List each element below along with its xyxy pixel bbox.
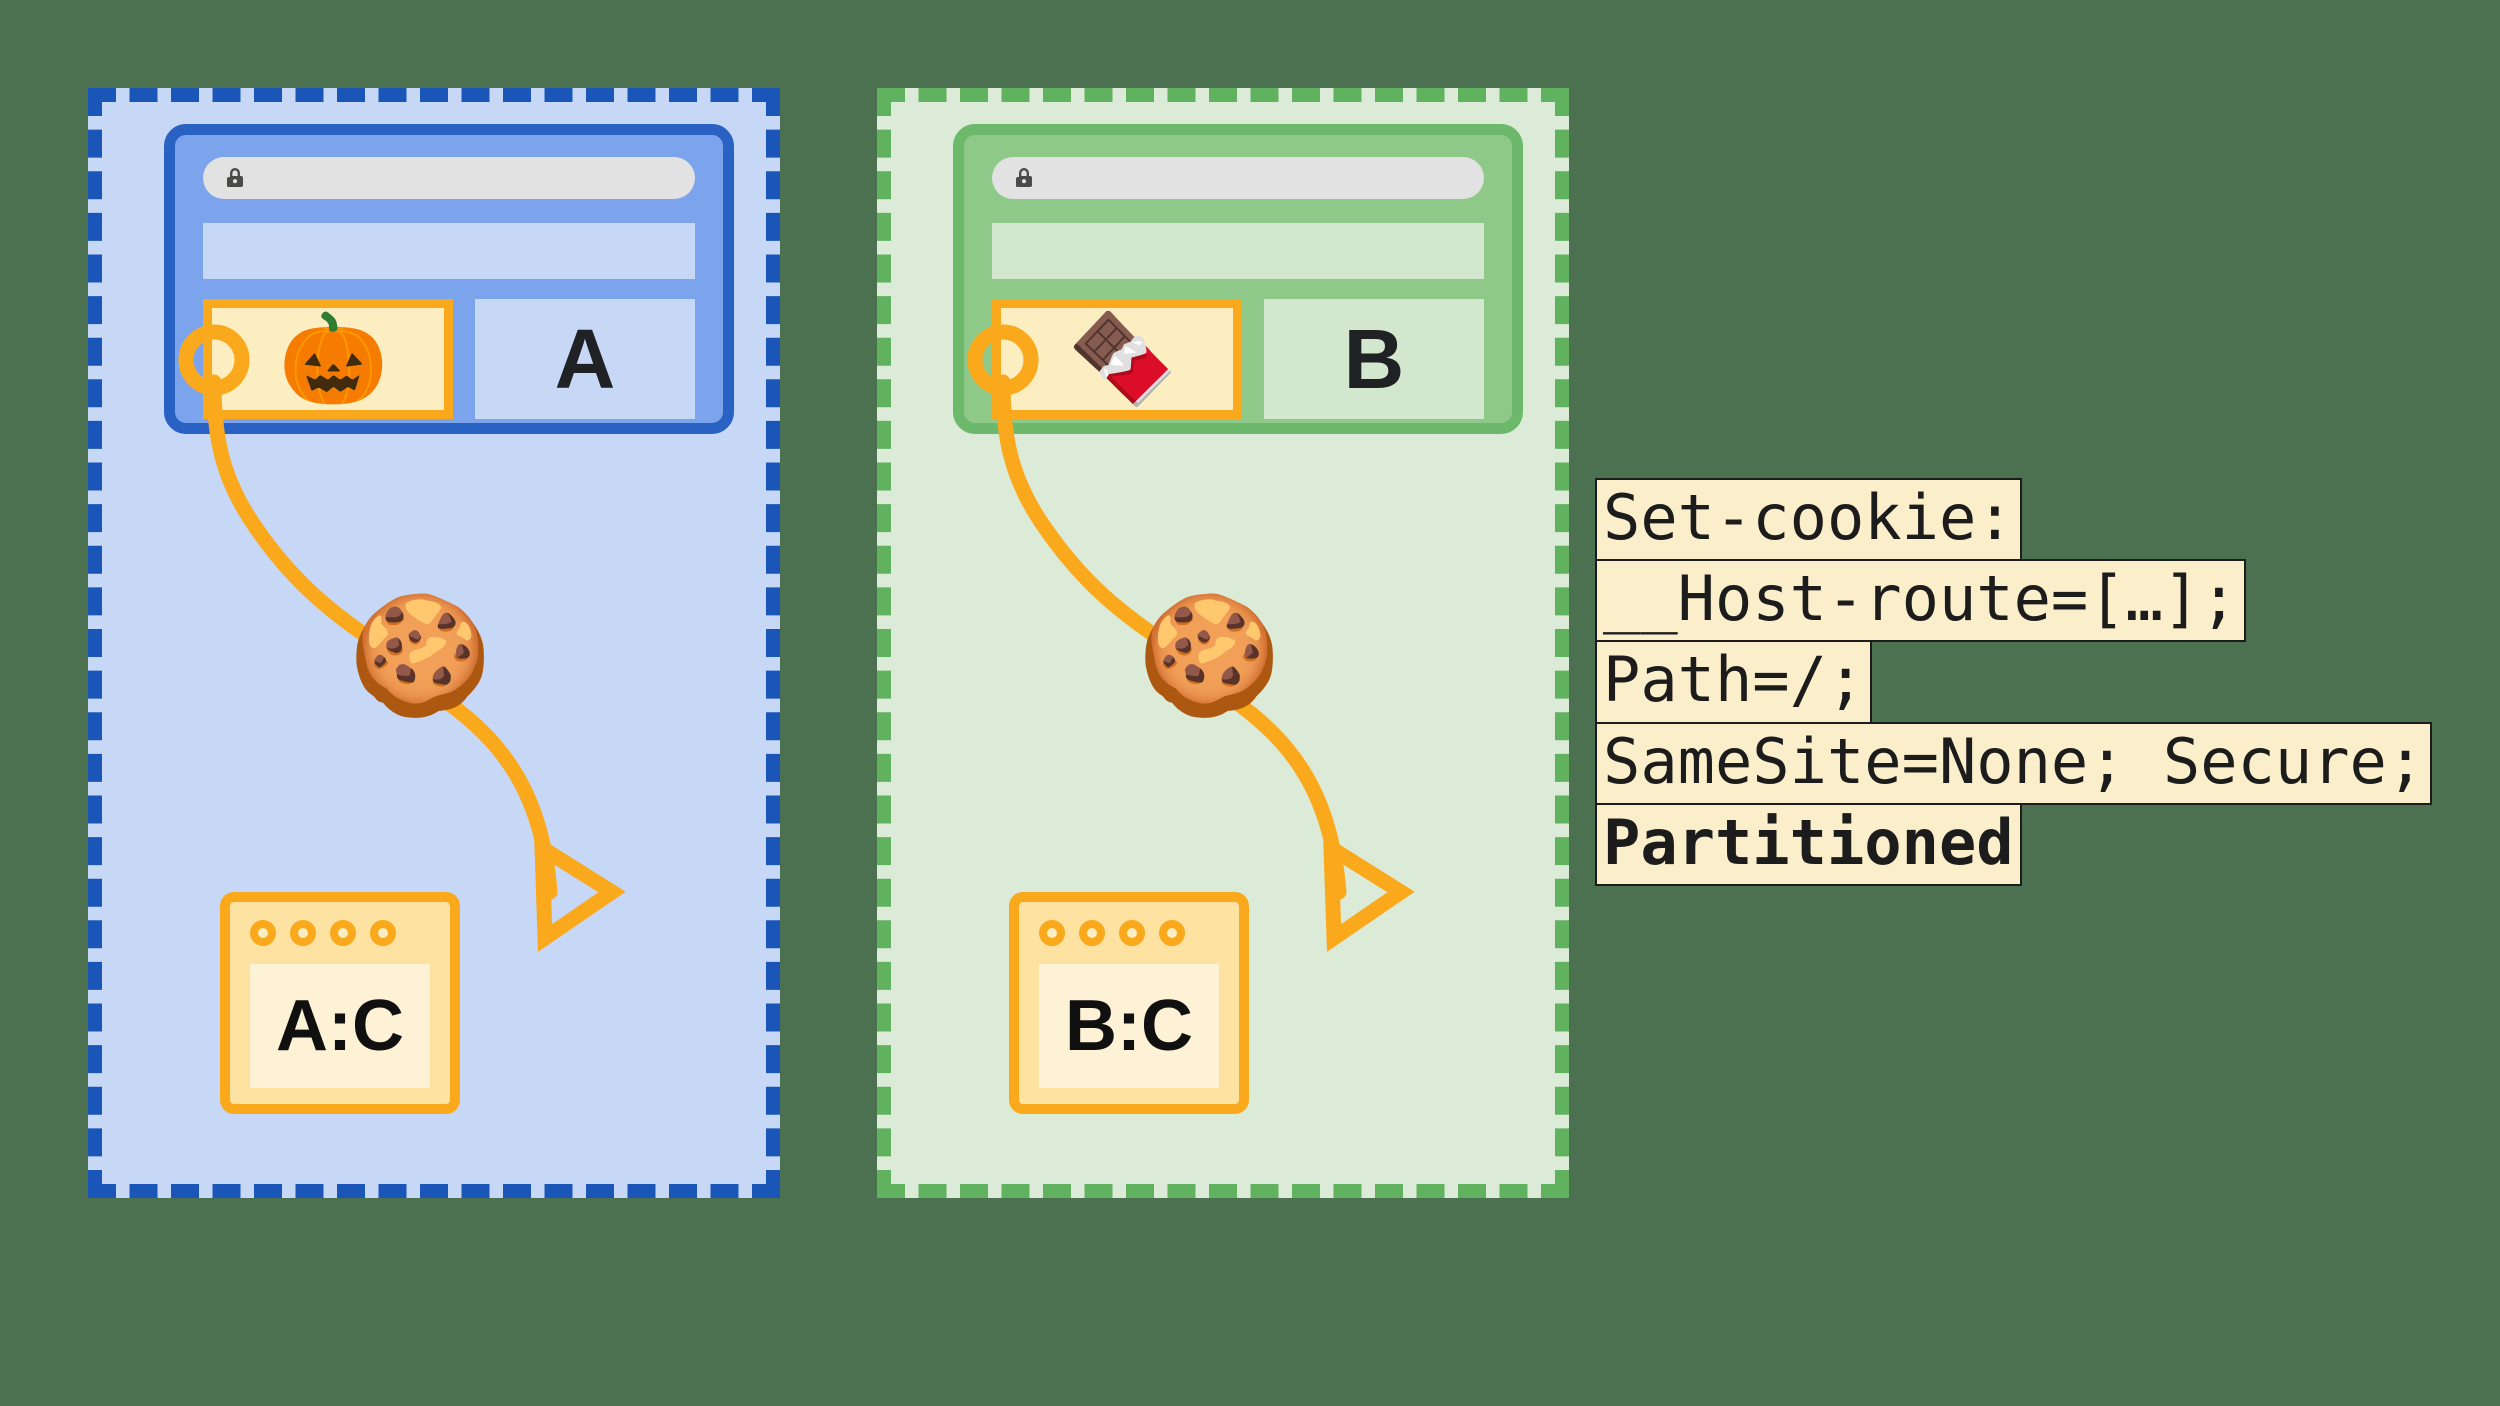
storage-dots-b: [1039, 920, 1185, 946]
chocolate-bar-icon: 🍫: [1067, 307, 1178, 410]
partition-panel-a: 🎃 A 🍪 A:C: [88, 88, 780, 1198]
site-letter-box-a: A: [475, 299, 695, 419]
browser-window-a: 🎃 A: [164, 124, 734, 434]
partitioned-storage-a: A:C: [220, 892, 460, 1114]
page-content-row-b: 🍫 B: [992, 299, 1484, 419]
storage-screen-b: B:C: [1039, 964, 1219, 1088]
storage-dot: [1119, 920, 1145, 946]
embedded-iframe-a: 🎃: [203, 299, 453, 419]
lock-icon: [1016, 168, 1032, 188]
storage-dot: [1159, 920, 1185, 946]
set-cookie-header-code: Set-cookie: __Host-route=[…]; Path=/; Sa…: [1595, 478, 2433, 887]
cookie-icon-a: 🍪: [348, 588, 493, 723]
storage-dot: [1079, 920, 1105, 946]
storage-dot: [370, 920, 396, 946]
code-line-2: Path=/;: [1595, 640, 1873, 724]
cookie-flow-connector-b: [967, 324, 1415, 952]
code-line-3: SameSite=None; Secure;: [1595, 721, 2433, 805]
page-content-row-a: 🎃 A: [203, 299, 695, 419]
site-letter-box-b: B: [1264, 299, 1484, 419]
storage-label-b: B:C: [1065, 986, 1193, 1066]
storage-dot: [330, 920, 356, 946]
content-placeholder-bar-b: [992, 223, 1484, 279]
partition-panel-b: 🍫 B 🍪 B:C: [877, 88, 1569, 1198]
url-bar-a[interactable]: [203, 157, 695, 199]
storage-dot: [250, 920, 276, 946]
cookie-flow-connector-a: [178, 324, 626, 952]
cookie-icon-b: 🍪: [1137, 588, 1282, 723]
browser-window-b: 🍫 B: [953, 124, 1523, 434]
code-line-4: Partitioned: [1595, 802, 2022, 887]
storage-dot: [1039, 920, 1065, 946]
code-line-1: __Host-route=[…];: [1595, 559, 2246, 643]
storage-screen-a: A:C: [250, 964, 430, 1088]
storage-dot: [290, 920, 316, 946]
url-bar-b[interactable]: [992, 157, 1484, 199]
code-line-0: Set-cookie:: [1595, 478, 2022, 562]
partitioned-storage-b: B:C: [1009, 892, 1249, 1114]
lock-icon: [227, 168, 243, 188]
site-letter-a: A: [554, 312, 616, 406]
site-letter-b: B: [1343, 312, 1405, 406]
storage-label-a: A:C: [276, 986, 404, 1066]
storage-dots-a: [250, 920, 396, 946]
content-placeholder-bar-a: [203, 223, 695, 279]
jack-o-lantern-icon: 🎃: [278, 307, 389, 410]
